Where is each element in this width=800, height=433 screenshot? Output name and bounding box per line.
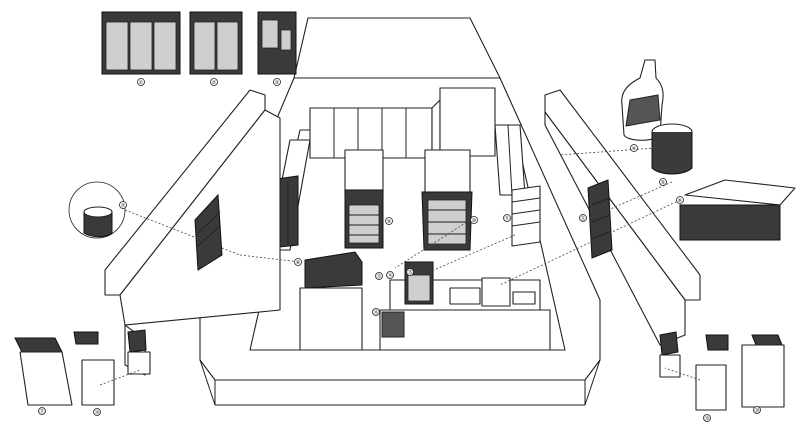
- round-ice-bin: [651, 123, 693, 175]
- marker-3: ③: [275, 80, 279, 86]
- hand-cart-left: [73, 331, 115, 406]
- hand-cart-right: [695, 334, 729, 411]
- small-cart-right: [659, 331, 681, 378]
- vending-machine: [257, 11, 297, 75]
- center-gondola-1: [344, 149, 384, 249]
- center-gondola-2: [421, 149, 473, 251]
- marker-1: ①: [139, 80, 144, 86]
- marker-8: ⑧: [296, 260, 301, 266]
- left-rack-dark: [194, 193, 223, 271]
- right-wall-cooler: [494, 124, 526, 196]
- leader-lines: [99, 147, 701, 386]
- marker-4: ④: [632, 146, 637, 152]
- chest-cooler: [679, 179, 796, 241]
- marker-9: ⑨: [387, 219, 391, 225]
- checkout-counter: [379, 261, 551, 351]
- numbered-markers: ① ② ③ ④ ⑤ ⑥ ⑦ ⑧ ⑨ ⑩ ⑪ ⑫ ⑬ ⑭ ⑮ ⑯ ⑰ ⑱ ⑲: [38, 78, 761, 422]
- two-door-refrigerator: [189, 11, 243, 75]
- bottle-tray-rack-left: [14, 337, 73, 406]
- giant-bottle-display: [621, 59, 664, 141]
- room-bottle-rack: [511, 185, 541, 247]
- marker-13: ⑬: [376, 273, 381, 280]
- marker-17: ⑰: [39, 408, 44, 415]
- marker-18: ⑱: [94, 409, 99, 416]
- marker-16: ⑯: [373, 309, 378, 316]
- marker-5: ⑤: [661, 180, 665, 186]
- marker-6: ⑥: [678, 198, 683, 204]
- marker-20: ⑳: [754, 407, 759, 414]
- marker-14: ⑭: [387, 272, 392, 279]
- marker-10: ⑩: [472, 218, 477, 224]
- back-wall-top: [293, 17, 501, 79]
- magnified-bin-callout: [68, 181, 126, 239]
- marker-15: ⑮: [407, 269, 412, 276]
- marker-7: ⑦: [121, 203, 126, 209]
- center-chest-freezer: [299, 251, 363, 351]
- three-door-refrigerator: [101, 11, 181, 75]
- small-cart-left: [127, 329, 151, 375]
- marker-11: ⑪: [504, 215, 509, 222]
- front-wall: [214, 380, 586, 406]
- marker-2: ②: [212, 80, 217, 86]
- marker-19: ⑲: [704, 415, 709, 422]
- marker-12: ⑫: [580, 215, 585, 222]
- bottle-tray-rack-right: [741, 334, 785, 408]
